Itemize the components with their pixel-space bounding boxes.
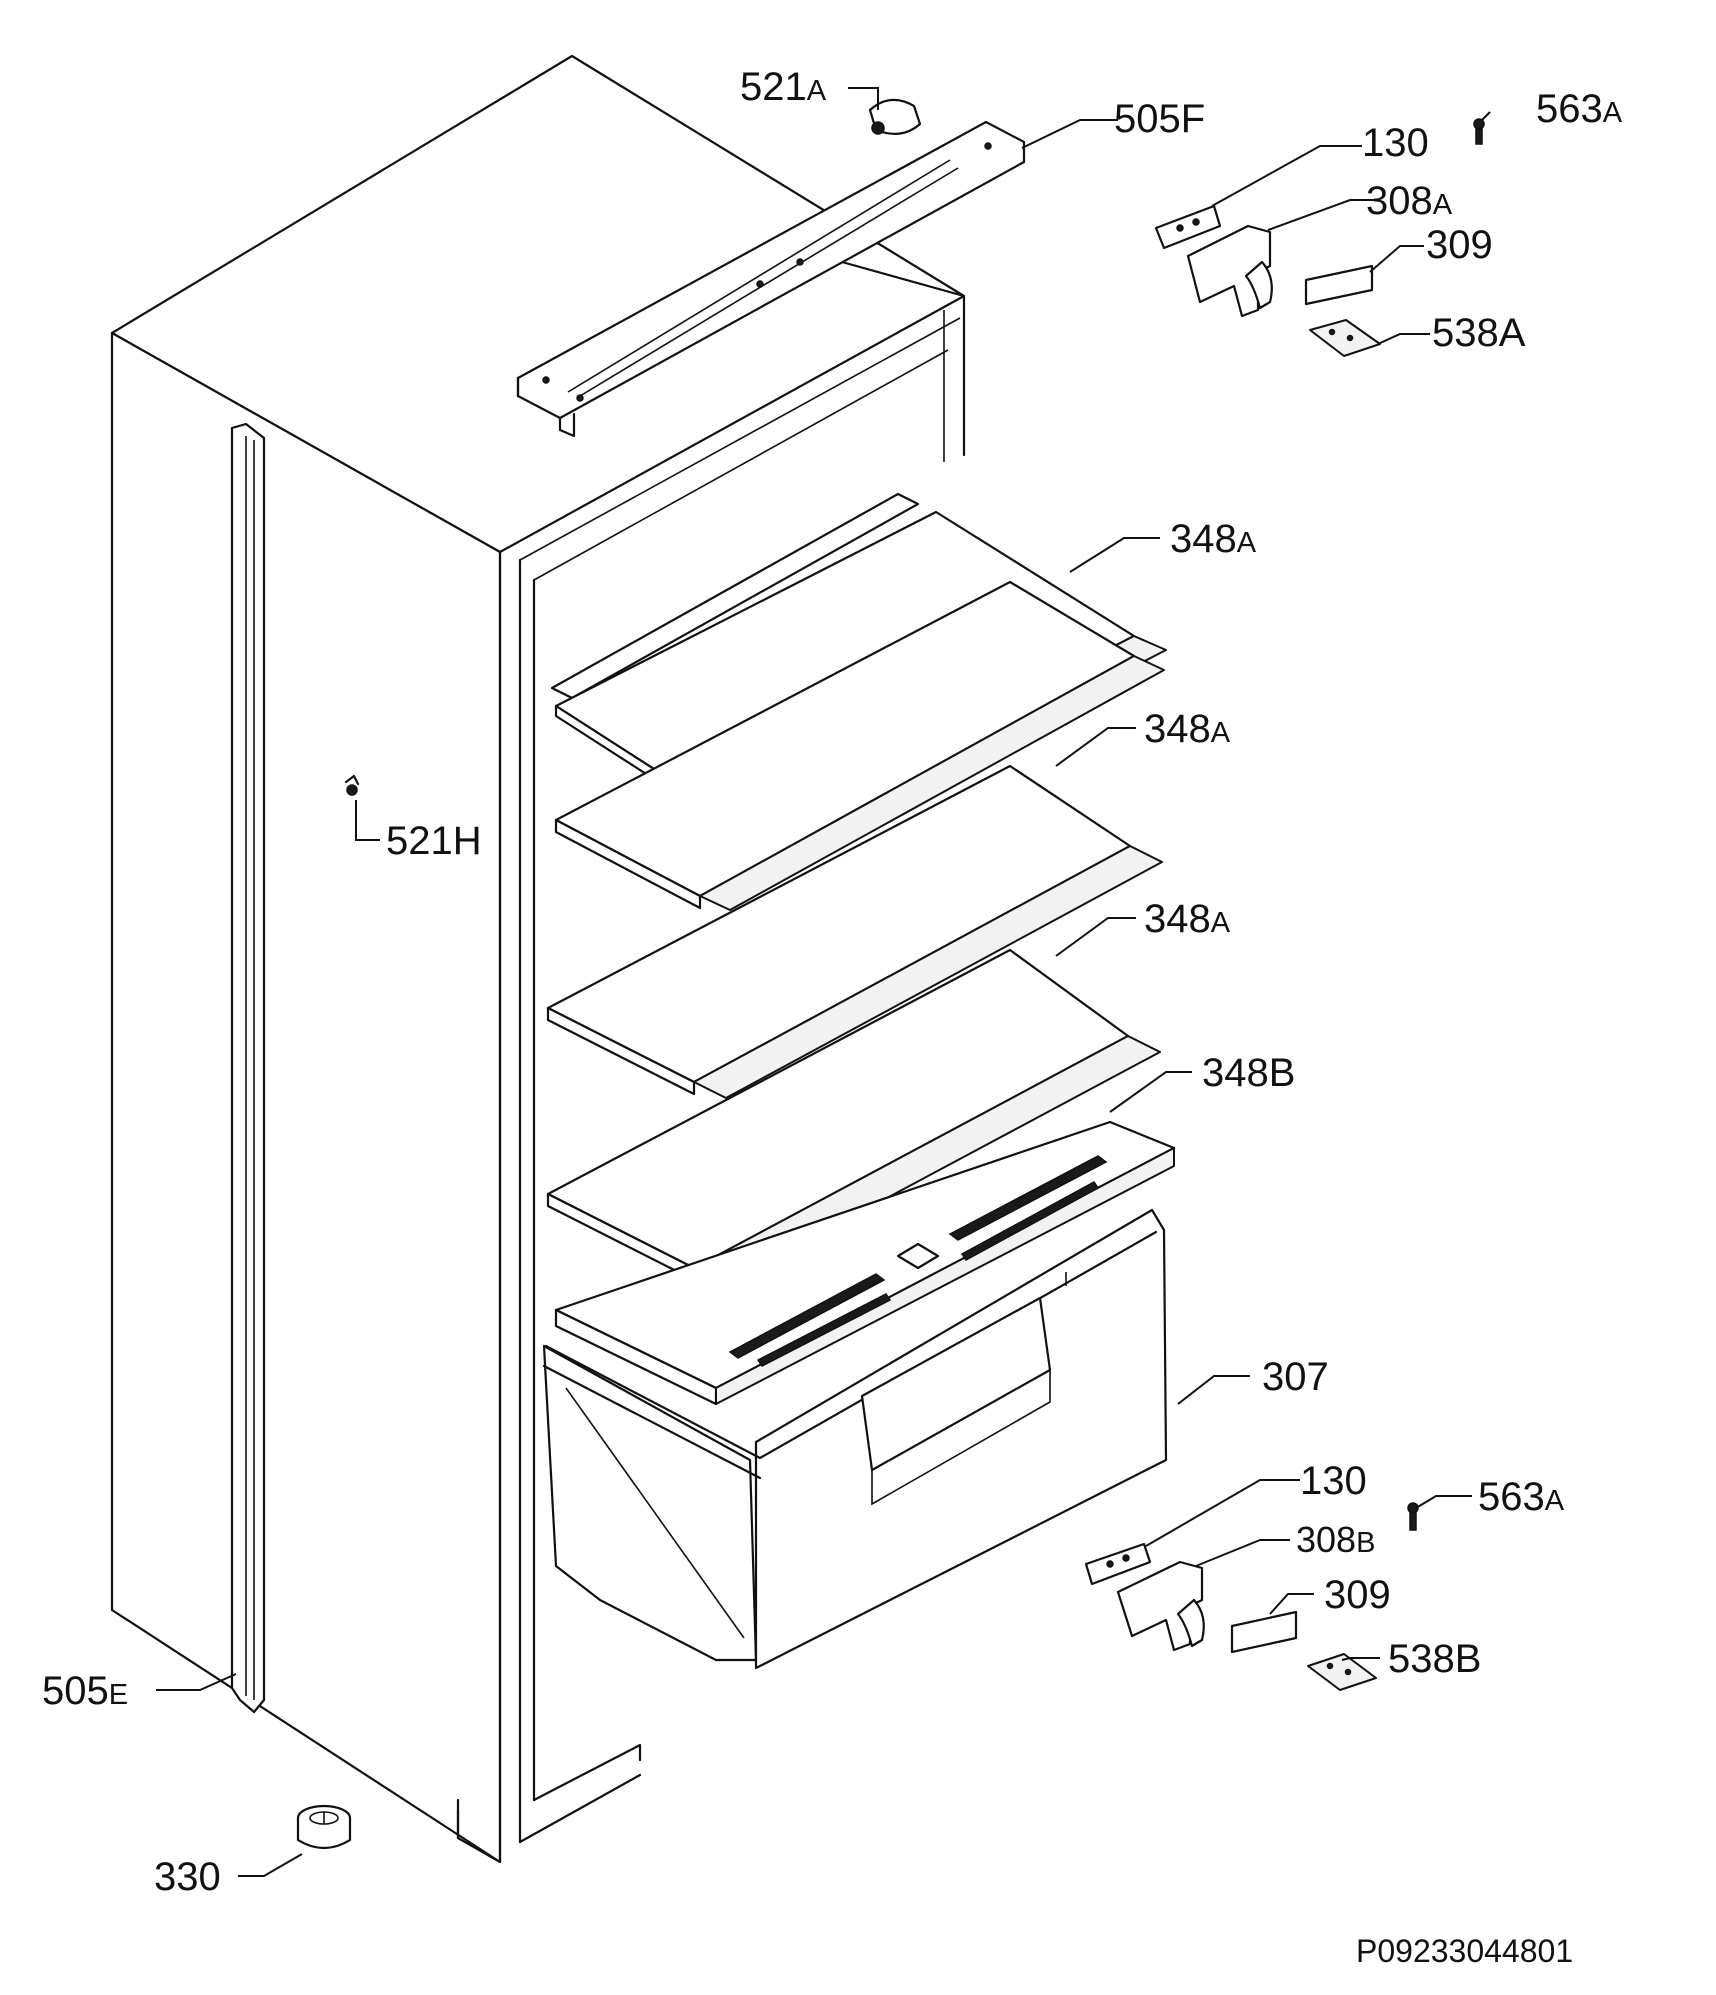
label-505e: 505E [42, 1669, 128, 1713]
label-521a: 521A [740, 65, 827, 109]
label-563a-top: 563A [1536, 87, 1623, 131]
glass-shelf-4 [546, 948, 1161, 1285]
label-538a: 538A [1432, 311, 1526, 355]
hinge-cover-cap [868, 98, 922, 135]
fridge-cabinet [110, 54, 966, 1864]
plate-309-bottom [1230, 1610, 1298, 1654]
screw-563a-bottom [1407, 1502, 1419, 1531]
label-309-top: 309 [1426, 223, 1493, 267]
label-563a-bottom: 563A [1478, 1475, 1565, 1519]
spacer-130-top [1154, 204, 1222, 250]
hinge-cover-538a [1309, 319, 1381, 357]
adjustable-foot-330 [296, 1804, 352, 1850]
glass-shelf-3 [546, 764, 1163, 1099]
hinge-cover-538b [1307, 1653, 1377, 1691]
label-130-bottom: 130 [1300, 1459, 1367, 1503]
label-505f: 505F [1114, 97, 1205, 141]
drawing-code: P09233044801 [1356, 1933, 1573, 1969]
label-521h: 521H [386, 819, 482, 863]
label-330: 330 [154, 1855, 221, 1899]
label-348a-2: 348A [1144, 707, 1231, 751]
label-307: 307 [1262, 1355, 1329, 1399]
label-309-bottom: 309 [1324, 1573, 1391, 1617]
screw-521h [344, 774, 360, 796]
label-308a: 308A [1366, 179, 1453, 223]
cabinet-left-side [110, 331, 502, 1864]
label-538b: 538B [1388, 1637, 1481, 1681]
label-308b: 308B [1296, 1519, 1375, 1560]
spacer-130-bottom [1084, 1542, 1152, 1586]
glass-shelf-2 [554, 580, 1165, 911]
door-seal-strip [230, 422, 266, 1714]
top-hinge-hardware [1154, 118, 1485, 357]
screw-563a-top [1473, 118, 1485, 145]
label-348b: 348B [1202, 1051, 1295, 1095]
part-labels: 521A 505F 130 563A 308A 309 538A 348A 34… [42, 65, 1623, 1969]
label-348a-3: 348A [1144, 897, 1231, 941]
label-130-top: 130 [1362, 121, 1429, 165]
plate-309-top [1304, 264, 1374, 306]
bottom-hinge-hardware [1084, 1502, 1419, 1691]
leader-lines [156, 87, 1491, 1877]
label-348a-1: 348A [1170, 517, 1257, 561]
crisper-drawer [542, 1208, 1168, 1670]
crisper-cover-shelf [554, 1120, 1176, 1406]
top-hinge-bracket [516, 120, 1026, 438]
